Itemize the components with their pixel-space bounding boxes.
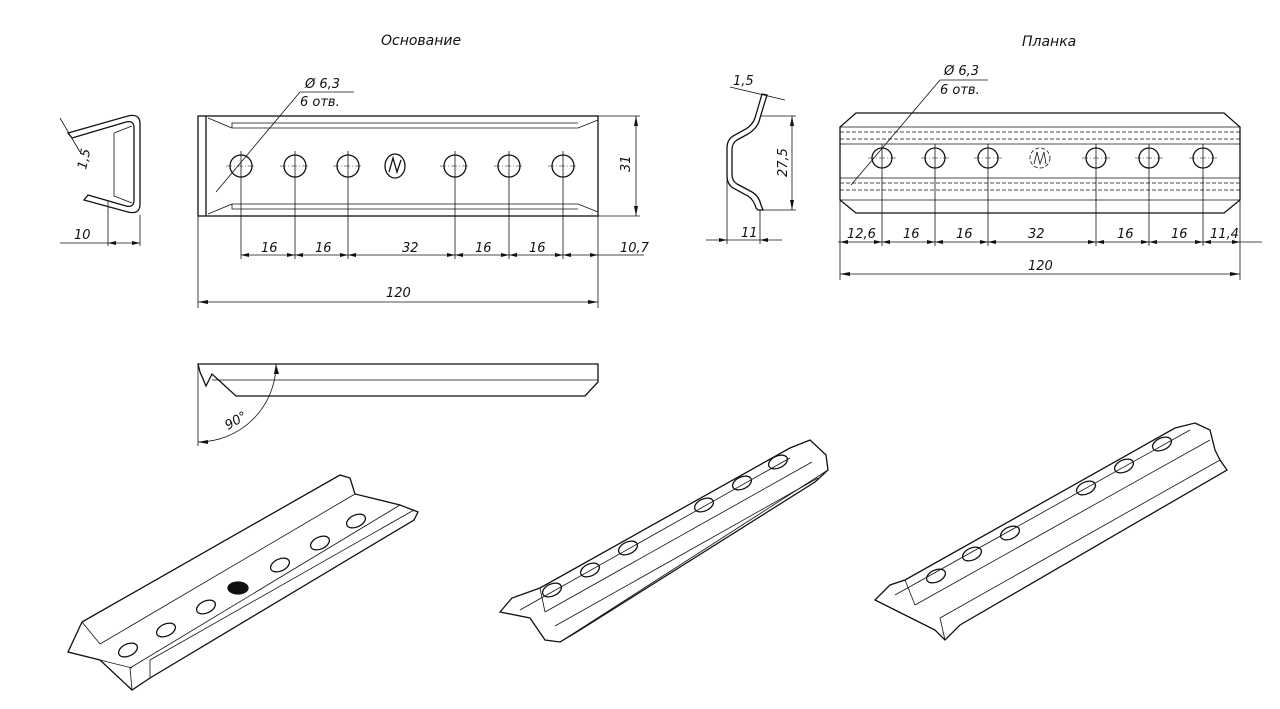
base-dim-5: 16 <box>529 241 546 256</box>
mounting-hole <box>309 535 331 551</box>
base-angle: 90° <box>223 409 250 434</box>
mounting-hole <box>579 562 601 578</box>
mounting-hole <box>961 546 983 562</box>
plate-end-thickness: 1,5 <box>733 74 754 89</box>
plate-isometric-view-2 <box>873 422 1228 641</box>
logo-mark <box>227 581 249 595</box>
mounting-hole <box>731 475 753 491</box>
mounting-hole <box>155 622 177 638</box>
mounting-hole <box>693 497 715 513</box>
plate-overall-length: 120 <box>1028 259 1053 274</box>
plate-hole-count: 6 отв. <box>940 83 980 98</box>
plate-end-view: 1,5 27,5 11 <box>706 74 796 244</box>
logo-mark <box>1029 147 1051 169</box>
mounting-hole <box>541 582 563 598</box>
mounting-hole <box>999 525 1021 541</box>
base-top-view: Ø 6,3 6 отв. 120 31 16 16 32 16 16 10,7 <box>197 77 650 308</box>
base-title: Основание <box>381 33 461 49</box>
base-dim-4: 16 <box>475 241 492 256</box>
base-end-width: 10 <box>74 228 91 243</box>
base-overall-length: 120 <box>386 286 411 301</box>
mounting-hole <box>767 454 789 470</box>
base-dim-6: 10,7 <box>620 241 650 256</box>
base-isometric-view <box>67 474 419 691</box>
plate-dim-4: 32 <box>1028 227 1045 242</box>
plate-dim-7: 11,4 <box>1210 227 1239 242</box>
base-dim-2: 16 <box>315 241 332 256</box>
mounting-hole <box>617 540 639 556</box>
plate-isometric-view-1 <box>498 439 829 643</box>
plate-dim-2: 16 <box>903 227 920 242</box>
base-end-view: 1,5 10 <box>59 114 141 246</box>
mounting-hole <box>345 513 367 529</box>
base-dim-3: 32 <box>402 241 419 256</box>
plate-hole-diameter: Ø 6,3 <box>943 64 979 79</box>
plate-end-height: 27,5 <box>776 148 791 177</box>
mounting-hole <box>195 599 217 615</box>
mounting-hole <box>269 557 291 573</box>
mounting-hole <box>1113 458 1135 474</box>
base-hole-diameter: Ø 6,3 <box>304 77 340 92</box>
plate-dim-3: 16 <box>956 227 973 242</box>
mounting-hole <box>1151 436 1173 452</box>
base-height: 31 <box>619 155 634 172</box>
base-dim-1: 16 <box>261 241 278 256</box>
plate-end-width: 11 <box>741 226 758 241</box>
logo-mark <box>384 153 406 179</box>
base-end-thickness: 1,5 <box>75 147 94 170</box>
plate-top-view: Ø 6,3 6 отв. 120 12,6 16 16 32 16 16 11,… <box>838 64 1262 280</box>
plate-dim-1: 12,6 <box>847 227 876 242</box>
base-side-view: 90° <box>197 363 599 446</box>
plate-dim-6: 16 <box>1171 227 1188 242</box>
plate-dim-5: 16 <box>1117 227 1134 242</box>
base-hole-count: 6 отв. <box>300 95 340 110</box>
plate-title: Планка <box>1022 34 1076 50</box>
mounting-hole <box>1075 480 1097 496</box>
mounting-hole <box>925 568 947 584</box>
mounting-hole <box>117 642 139 658</box>
